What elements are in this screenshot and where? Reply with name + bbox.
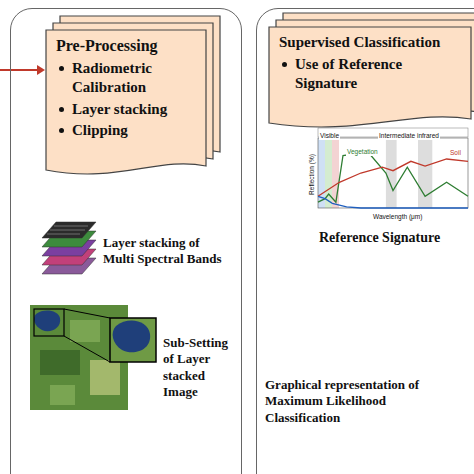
document-sheet [46, 30, 206, 174]
document-stack: Pre-ProcessingRadiometric CalibrationLay… [46, 16, 220, 176]
bullet-dot [282, 62, 287, 67]
bullet-text: Use of Reference Signature [295, 55, 435, 93]
stage-panel: Reference SignatureGraphical representat… [256, 8, 474, 474]
bullet-item: Radiometric Calibration [56, 59, 200, 97]
panel-caption: Sub-Setting of Layer stacked Image [163, 335, 237, 400]
label-slot: Wavelength (μm) [372, 210, 423, 221]
bullet-item: Clipping [56, 121, 200, 140]
bullet-item: Use of Reference Signature [279, 55, 465, 93]
chart-label: Soil [449, 149, 462, 157]
document-stack: Supervised ClassificationUse of Referenc… [269, 13, 474, 129]
text-slot: Reference Signature [319, 229, 469, 247]
chart-label: Visible [319, 132, 340, 140]
document-sheet [269, 27, 471, 127]
input-arrow [0, 65, 45, 75]
stage-heading: Supervised Classification [279, 33, 465, 52]
bullet-item: Layer stacking [56, 100, 200, 119]
text-slot: Sub-Setting of Layer stacked Image [163, 335, 237, 400]
signature-chart [318, 128, 468, 208]
bullet-text: Layer stacking [72, 100, 167, 119]
label-slot: Soil [449, 146, 462, 157]
chart-label: Reflection (%) [308, 153, 316, 196]
bullet-dot [59, 107, 64, 112]
label-slot: Vegetation [346, 145, 379, 156]
bullet-text: Radiometric Calibration [72, 59, 198, 97]
panel-caption: Graphical representation of Maximum Like… [265, 377, 447, 426]
label-slot: Reflection (%) [305, 153, 316, 197]
bullet-text: Clipping [72, 121, 128, 140]
label-slot: Visible [319, 129, 340, 140]
text-slot: Graphical representation of Maximum Like… [265, 377, 447, 426]
stage-panel: Layer stacking of Multi Spectral BandsSu… [10, 8, 242, 474]
label-slot: Intermediate infrared [378, 129, 440, 140]
stage-heading: Pre-Processing [56, 36, 200, 56]
bullet-dot [59, 66, 64, 71]
chart-label: Intermediate infrared [378, 132, 440, 140]
chart-label: Wavelength (μm) [372, 213, 423, 221]
panel-caption: Layer stacking of Multi Spectral Bands [103, 235, 223, 268]
panel-caption: Reference Signature [319, 229, 469, 247]
satellite-image [30, 305, 156, 410]
layer-stack-illustration [42, 222, 96, 274]
chart-label: Vegetation [346, 148, 379, 156]
bullet-dot [59, 128, 64, 133]
text-slot: Layer stacking of Multi Spectral Bands [103, 235, 223, 268]
